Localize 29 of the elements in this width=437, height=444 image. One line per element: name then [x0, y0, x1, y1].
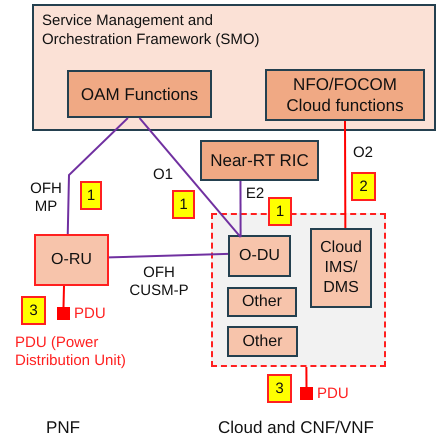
section-caption: Cloud and CNF/VNF — [218, 418, 374, 438]
connector-line — [66, 117, 129, 234]
function-box: Cloud IMS/ DMS — [310, 228, 372, 308]
callout-number: 1 — [172, 190, 195, 219]
radio-unit-box: O-RU — [34, 234, 109, 286]
function-box: OAM Functions — [67, 70, 212, 118]
framework-panel: Service Management and Orchestration Framework (SMO) OAM Functions NFO/FOCOM Cloud functions — [32, 4, 436, 131]
connector-line — [138, 117, 242, 238]
function-box: Other — [227, 326, 298, 357]
connector-line — [239, 181, 242, 238]
power-unit-label: PDU — [74, 305, 106, 322]
connector-line — [62, 286, 65, 308]
connector-line — [305, 367, 308, 387]
function-box: Other — [227, 287, 297, 317]
function-box: Near-RT RIC — [200, 140, 319, 181]
callout-number: 3 — [21, 296, 46, 325]
note-text: PDU (Power Distribution Unit) — [15, 334, 127, 370]
power-unit-square — [300, 387, 313, 400]
callout-number: 2 — [351, 172, 376, 201]
callout-number: 1 — [80, 181, 102, 210]
callout-number: 1 — [268, 197, 292, 226]
connector-line — [344, 121, 346, 228]
power-unit-square — [57, 307, 70, 320]
connector-line — [108, 252, 228, 258]
function-box: O-DU — [228, 235, 291, 277]
callout-number: 3 — [267, 374, 292, 403]
power-unit-label: PDU — [317, 385, 349, 402]
section-caption: PNF — [46, 418, 80, 438]
function-box: NFO/FOCOM Cloud functions — [265, 69, 425, 121]
